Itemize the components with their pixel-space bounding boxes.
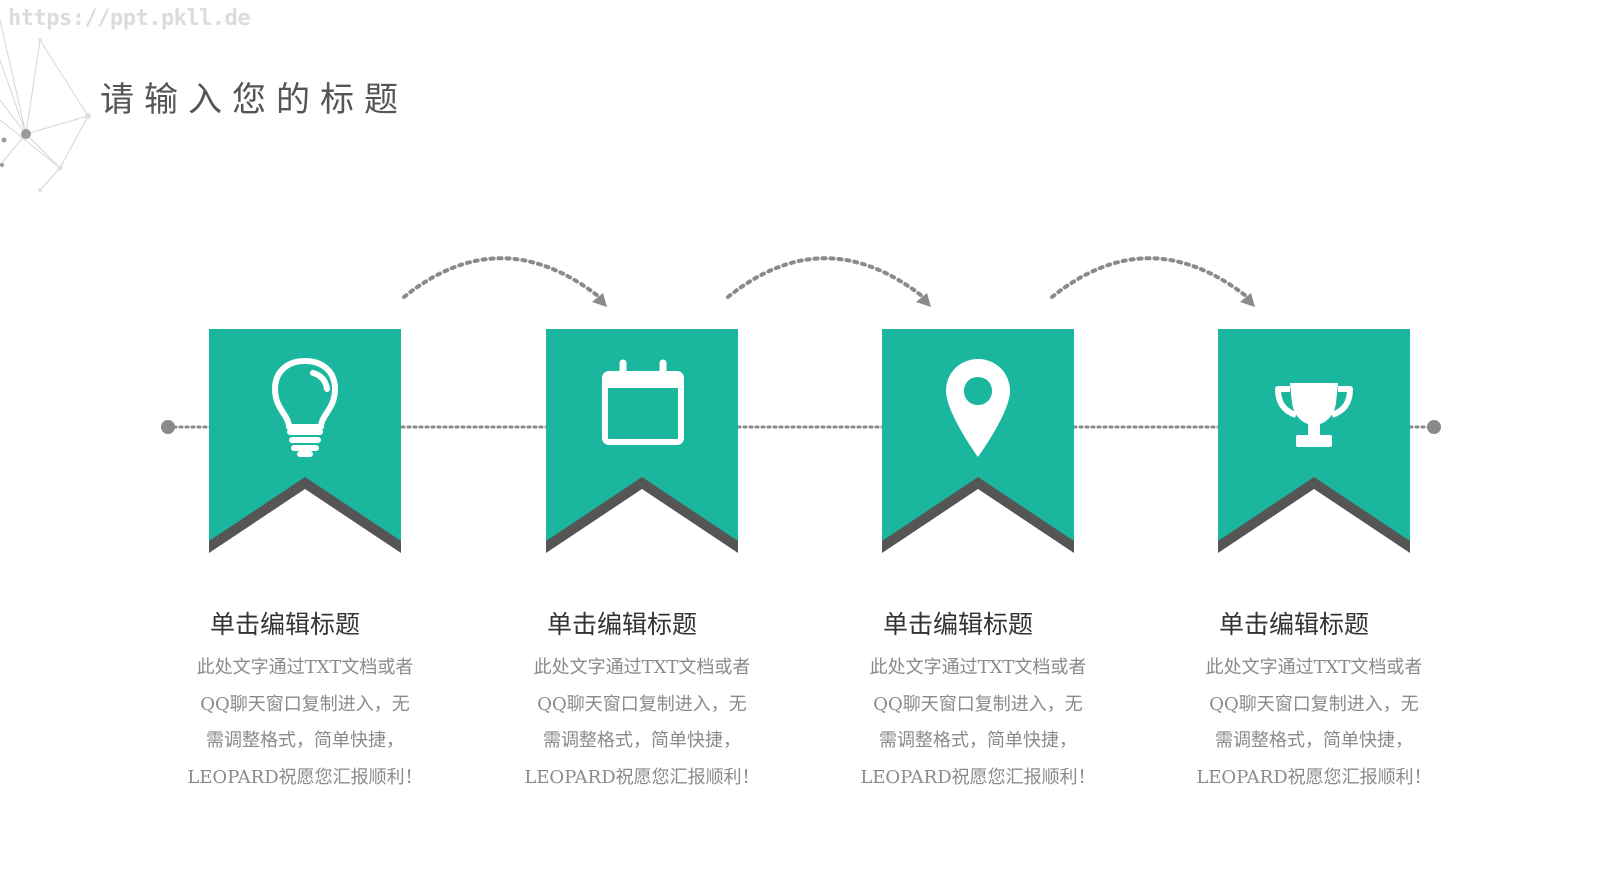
step-desc-3[interactable]: 此处文字通过TXT文档或者 QQ聊天窗口复制进入，无 需调整格式，简单快捷， L… [860, 657, 1096, 788]
arrow-head-2 [916, 293, 931, 307]
trophy-icon [1275, 383, 1353, 447]
arrow-arc-2 [726, 256, 924, 299]
step-desc-1[interactable]: 此处文字通过TXT文档或者 QQ聊天窗口复制进入，无 需调整格式，简单快捷， L… [187, 657, 423, 788]
timeline-end-dot [1427, 420, 1441, 434]
step-flag-2 [546, 329, 738, 553]
timeline-start-dot [161, 420, 175, 434]
watermark-url: https://ppt.pkll.de [8, 6, 251, 31]
arrow-head-3 [1240, 293, 1255, 307]
step-flag-1 [209, 329, 401, 553]
step-title-2[interactable]: 单击编辑标题 [546, 610, 697, 639]
arrow-head-1 [592, 293, 607, 307]
step-title-1[interactable]: 单击编辑标题 [209, 610, 360, 639]
network-decoration [0, 19, 91, 192]
location-pin-icon [946, 359, 1010, 457]
arrow-arc-3 [1050, 256, 1248, 299]
lightbulb-icon [272, 358, 338, 457]
step-desc-2[interactable]: 此处文字通过TXT文档或者 QQ聊天窗口复制进入，无 需调整格式，简单快捷， L… [524, 657, 760, 788]
step-desc-4[interactable]: 此处文字通过TXT文档或者 QQ聊天窗口复制进入，无 需调整格式，简单快捷， L… [1196, 657, 1432, 788]
step-flag-4 [1218, 329, 1410, 553]
page-title: 请输入您的标题 [100, 80, 408, 120]
calendar-icon [602, 359, 684, 445]
step-title-4[interactable]: 单击编辑标题 [1218, 610, 1369, 639]
step-title-3[interactable]: 单击编辑标题 [882, 610, 1033, 639]
arrow-arc-1 [402, 256, 600, 299]
step-flag-3 [882, 329, 1074, 553]
